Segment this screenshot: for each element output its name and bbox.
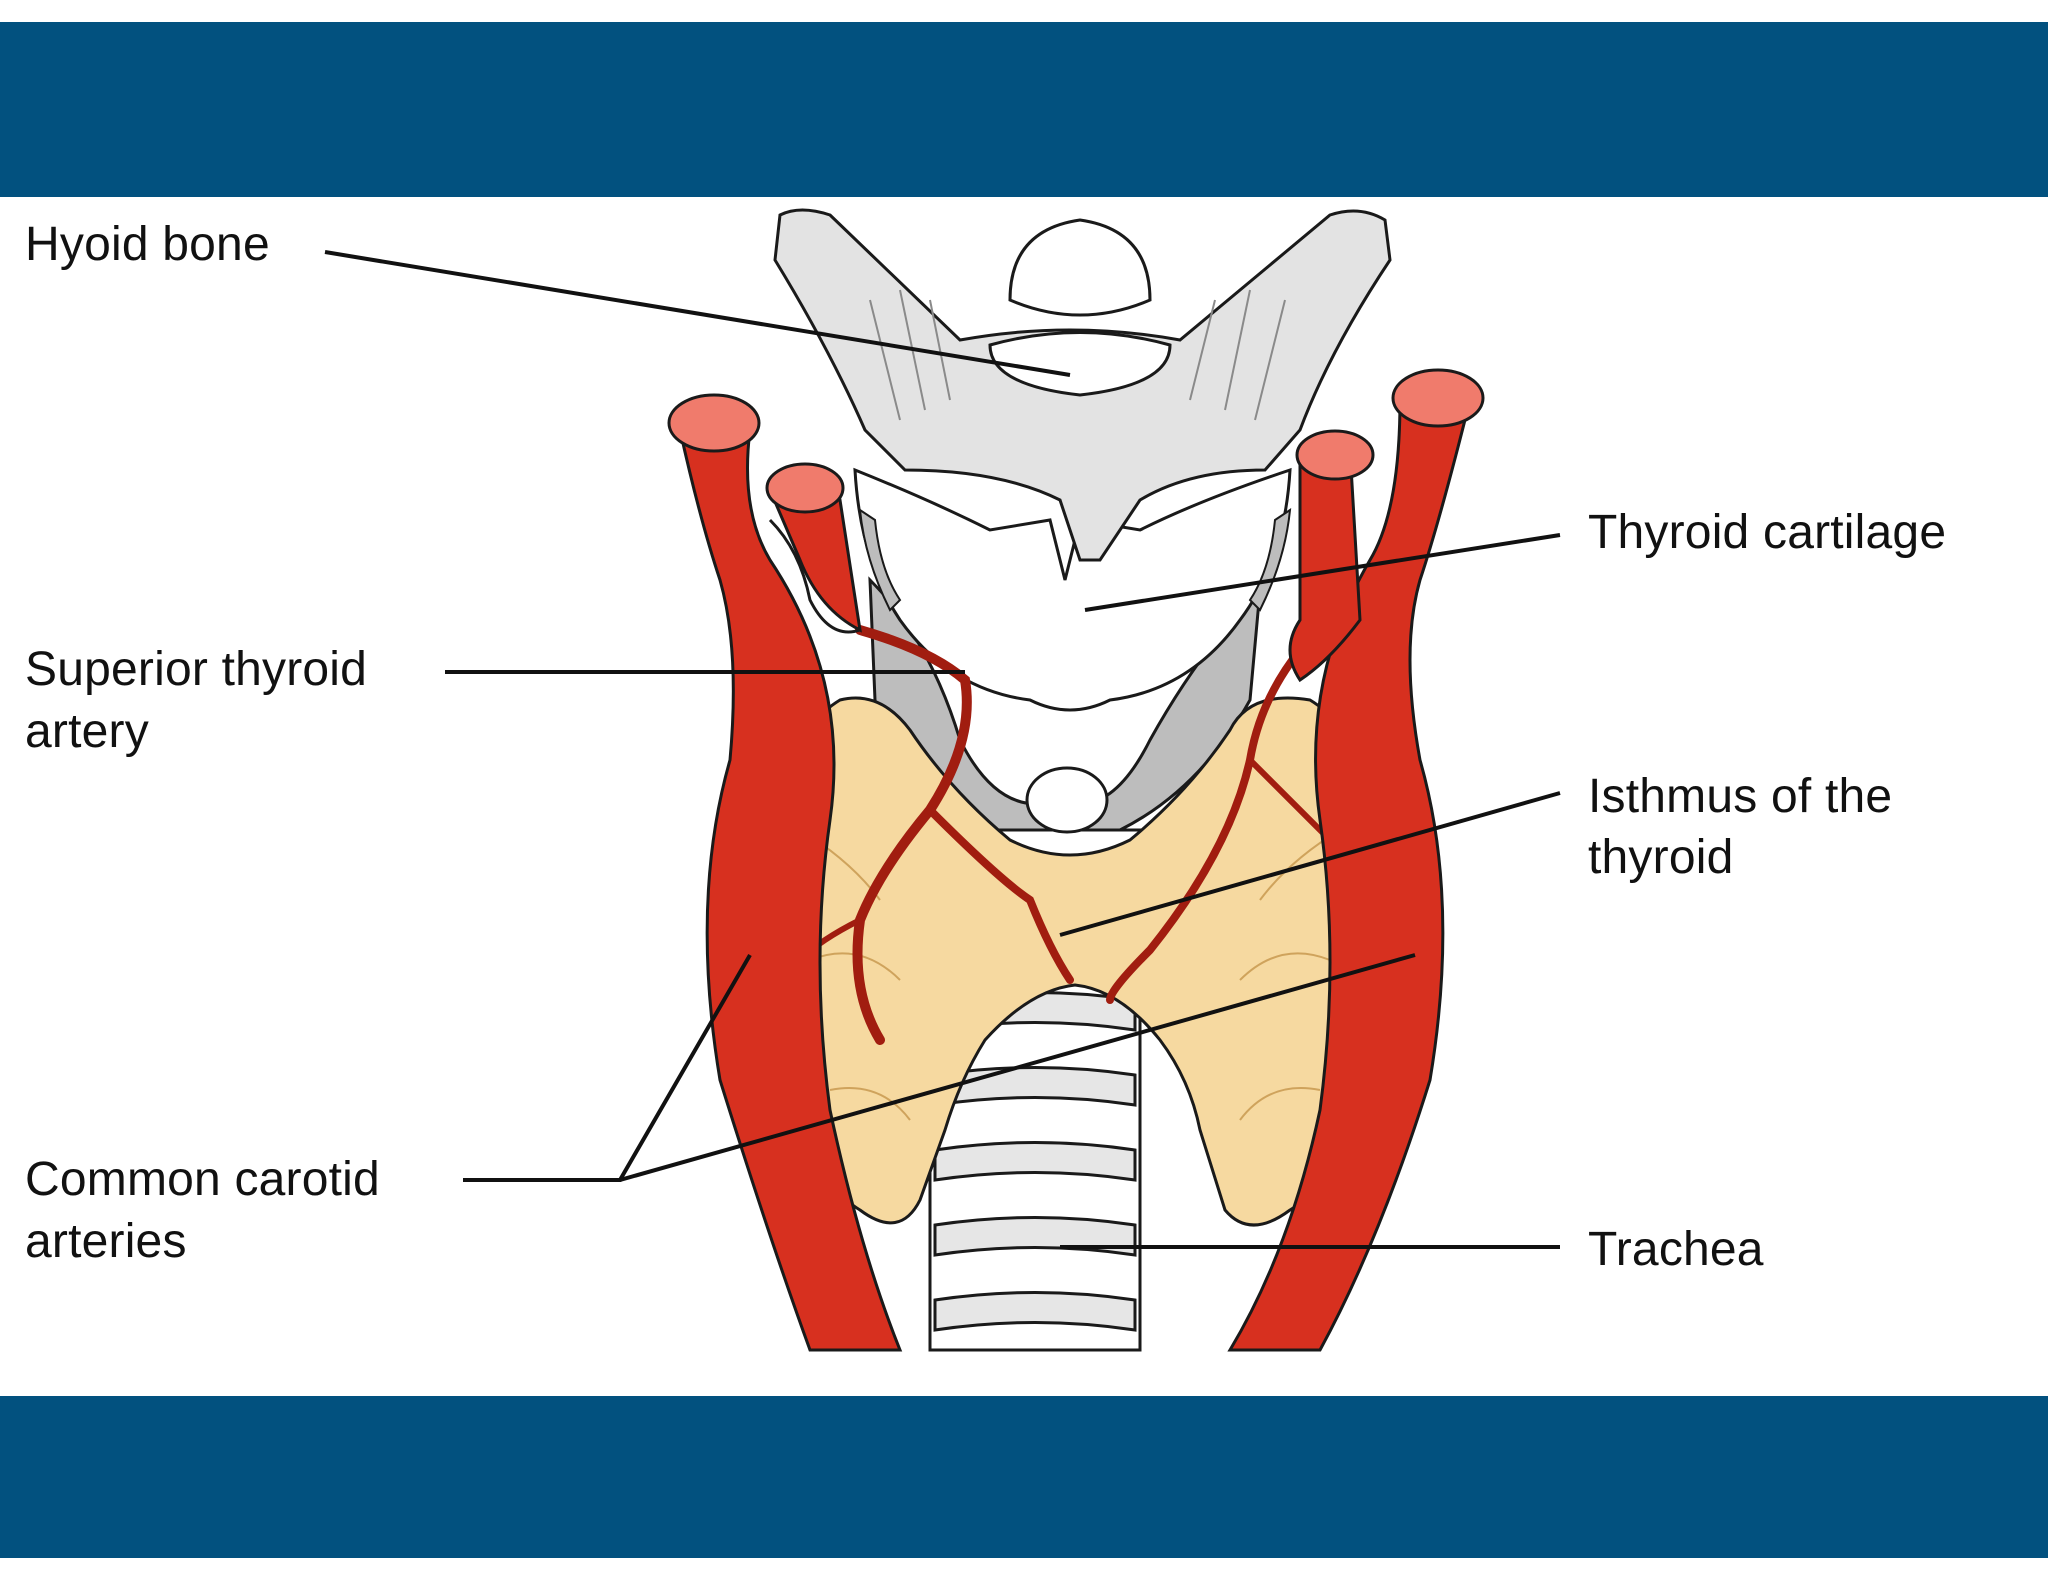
label-hyoid-bone: Hyoid bone <box>25 218 270 271</box>
label-common-carotid-line1: Common carotid <box>25 1153 380 1206</box>
thyroid-cartilage <box>853 467 1292 712</box>
label-isthmus-line2: thyroid <box>1588 831 1734 884</box>
carotid-arteries <box>667 368 1485 1352</box>
leader-carotid <box>463 953 752 1182</box>
leader-carotid-right <box>619 953 1416 1182</box>
label-common-carotid-line2: arteries <box>25 1215 187 1268</box>
label-isthmus-line1: Isthmus of the <box>1588 770 1893 823</box>
label-thyroid-cartilage: Thyroid cartilage <box>1588 506 1947 559</box>
label-trachea: Trachea <box>1588 1223 1764 1276</box>
hyoid-bone <box>773 208 1392 562</box>
label-superior-thyroid-artery-line1: Superior thyroid <box>25 643 368 696</box>
label-superior-thyroid-artery-line2: artery <box>25 705 149 758</box>
leader-thyroid-cartilage <box>1084 533 1561 612</box>
leader-isthmus <box>1059 791 1561 937</box>
bottom-banner <box>0 1396 2048 1558</box>
leader-lines <box>324 250 1561 1249</box>
superior-thyroid-artery <box>797 625 1343 1045</box>
top-banner <box>0 22 2048 197</box>
leader-hyoid <box>324 250 1071 377</box>
